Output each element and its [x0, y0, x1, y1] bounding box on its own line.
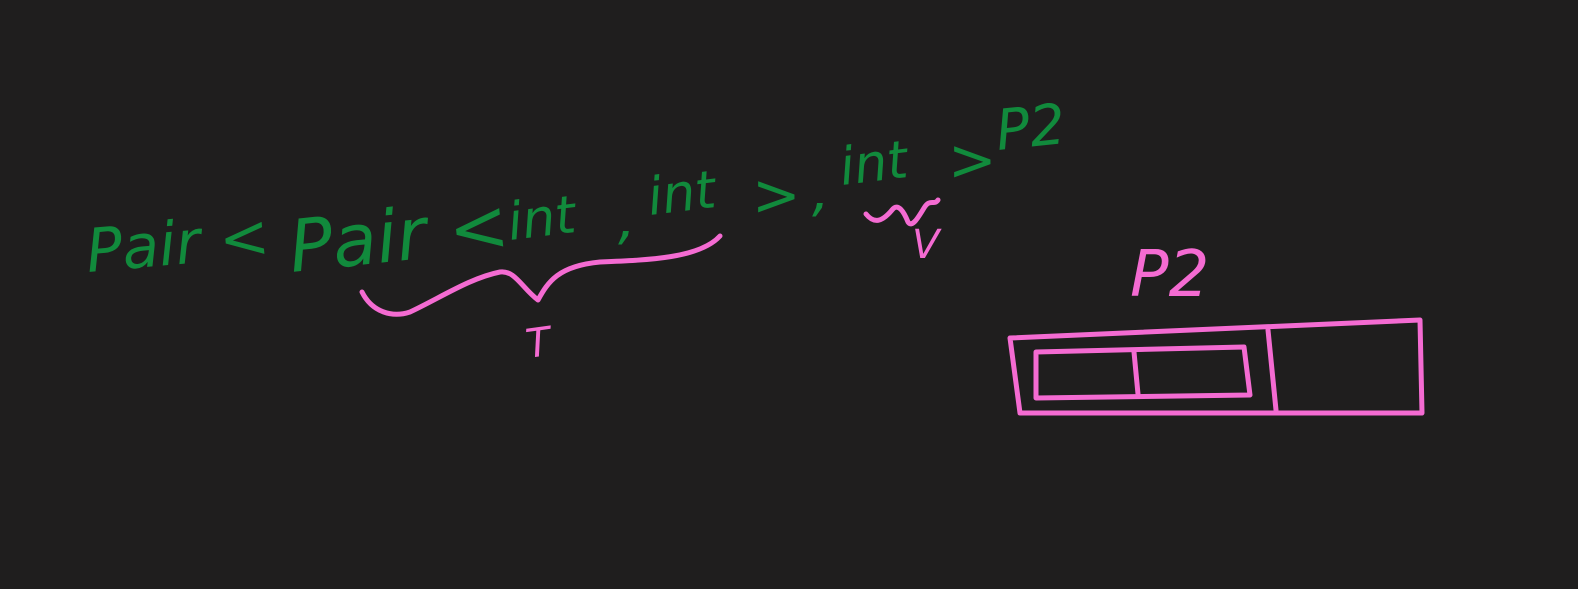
variable-name: P2 — [993, 92, 1069, 164]
outer-pair-open: Pair < — [83, 201, 272, 287]
second-brace-label: V — [912, 222, 942, 268]
outer-pair-box — [1007, 317, 1425, 416]
comma-1: , — [618, 187, 636, 252]
inner-close: > — [752, 161, 801, 229]
outer-close: > — [948, 126, 997, 194]
outer-second-type: int — [836, 130, 912, 198]
box-label: P2 — [1130, 238, 1209, 312]
inner-first-type: int — [504, 185, 580, 253]
first-brace — [359, 233, 723, 317]
type-expression: Pair < Pair < int , int > , int > P2 — [83, 92, 1068, 289]
inner-pair-box — [1033, 344, 1253, 401]
inner-second-type: int — [644, 160, 720, 228]
inner-pair-open: Pair < — [285, 182, 513, 289]
second-brace — [863, 197, 941, 227]
comma-2: , — [812, 159, 830, 224]
first-brace-label: T — [523, 318, 557, 367]
